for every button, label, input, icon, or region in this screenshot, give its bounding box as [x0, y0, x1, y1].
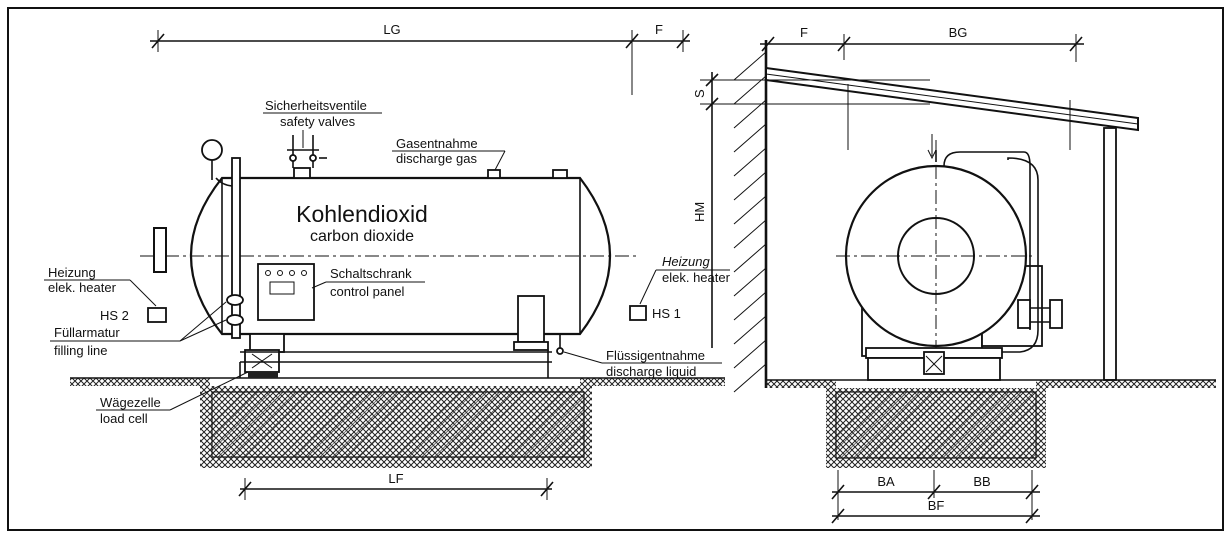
pressure-gauge-icon	[201, 139, 223, 161]
dim-label-ba: BA	[877, 474, 895, 489]
dimension-lg: LG F	[150, 22, 690, 95]
svg-text:discharge liquid: discharge liquid	[606, 364, 696, 379]
callout-safety-valves: Sicherheitsventile safety valves	[263, 98, 382, 148]
svg-text:Sicherheitsventile: Sicherheitsventile	[265, 98, 367, 113]
dim-label-bg: BG	[949, 25, 968, 40]
dimension-ba-bb-bf: BA BB BF	[831, 470, 1040, 524]
dim-label-hm: HM	[692, 202, 707, 222]
control-panel-box	[257, 263, 315, 321]
dim-label-bf: BF	[928, 498, 945, 513]
foundation-right	[766, 379, 1216, 468]
dim-label-lg: LG	[383, 22, 400, 37]
svg-text:control panel: control panel	[330, 284, 405, 299]
label-hs1: HS 1	[652, 306, 681, 321]
foundation-left	[70, 377, 725, 468]
callout-gas-discharge: Gasentnahme discharge gas	[392, 136, 506, 171]
svg-text:Wägezelle: Wägezelle	[100, 395, 161, 410]
dim-label-f-right: F	[800, 25, 808, 40]
svg-text:Gasentnahme: Gasentnahme	[396, 136, 478, 151]
svg-text:Füllarmatur: Füllarmatur	[54, 325, 120, 340]
svg-text:Heizung: Heizung	[48, 265, 96, 280]
svg-text:Schaltschrank: Schaltschrank	[330, 266, 412, 281]
svg-text:discharge gas: discharge gas	[396, 151, 477, 166]
dimension-s-hm: S HM	[692, 72, 930, 348]
callout-liquid-discharge: Flüssigentnahme discharge liquid	[563, 348, 722, 379]
roof	[765, 66, 1139, 381]
svg-text:elek. heater: elek. heater	[48, 280, 117, 295]
dimension-lf: LF	[238, 471, 554, 500]
svg-text:safety valves: safety valves	[280, 114, 356, 129]
tank-title-en: carbon dioxide	[310, 228, 414, 245]
svg-text:elek. heater: elek. heater	[662, 270, 731, 285]
dim-label-lf: LF	[388, 471, 403, 486]
svg-text:filling line: filling line	[54, 343, 107, 358]
tank-side-view: Kohlendioxid carbon dioxide	[140, 135, 647, 378]
callout-heater-right: Heizung elek. heater HS 1	[639, 254, 731, 321]
dim-label-bb: BB	[973, 474, 990, 489]
svg-text:Flüssigentnahme: Flüssigentnahme	[606, 348, 705, 363]
dim-label-s: S	[692, 89, 707, 98]
callout-control-panel: Schaltschrank control panel	[311, 266, 425, 299]
dim-label-f-left: F	[655, 22, 663, 37]
dimension-f-bg: F BG	[760, 25, 1084, 150]
callout-heater-left: Heizung elek. heater HS 2	[44, 265, 157, 323]
svg-text:load cell: load cell	[100, 411, 148, 426]
wall	[733, 40, 768, 393]
tank-end-view	[836, 134, 1063, 381]
callout-filling-line: Füllarmatur filling line	[50, 301, 227, 358]
callout-load-cell: Wägezelle load cell	[96, 371, 249, 426]
svg-text:Heizung: Heizung	[662, 254, 710, 269]
tank-title-de: Kohlendioxid	[296, 201, 428, 227]
drawing-border	[7, 7, 1224, 531]
label-hs2: HS 2	[100, 308, 129, 323]
